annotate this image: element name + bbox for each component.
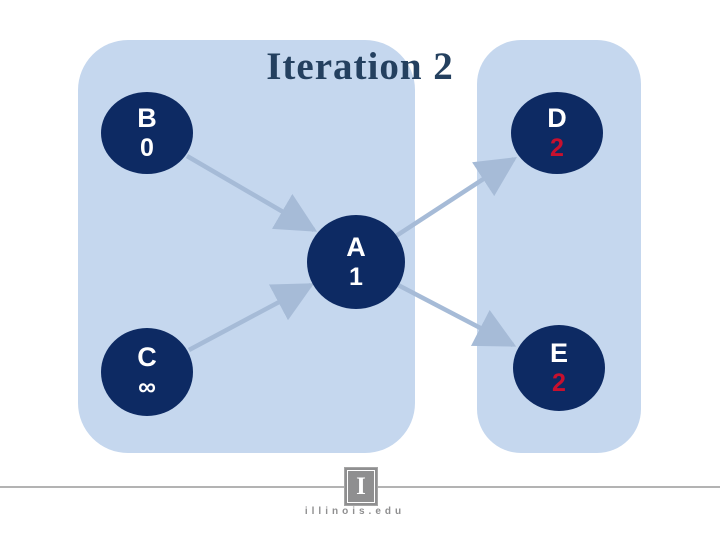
- node-distance-value: 1: [349, 263, 363, 292]
- logo-letter: I: [356, 473, 366, 500]
- slide-title: Iteration 2: [266, 45, 454, 88]
- footer-url: illinois.edu: [304, 506, 406, 517]
- graph-node-C: C ∞: [101, 328, 193, 416]
- node-distance-value: 2: [552, 369, 566, 398]
- graph-node-A: A 1: [307, 215, 405, 309]
- graph-node-D: D 2: [511, 92, 603, 174]
- logo-inner-border: [347, 470, 375, 503]
- node-label: E: [549, 338, 568, 369]
- illinois-block-i-logo: I: [344, 467, 378, 506]
- node-label: D: [547, 103, 567, 134]
- node-label: B: [137, 103, 157, 134]
- graph-node-E: E 2: [513, 325, 605, 411]
- node-distance-value: 2: [550, 134, 564, 163]
- node-label: A: [346, 232, 366, 263]
- node-distance-value: 0: [140, 134, 154, 163]
- node-distance-value: ∞: [138, 373, 156, 402]
- node-label: C: [137, 342, 157, 373]
- graph-node-B: B 0: [101, 92, 193, 174]
